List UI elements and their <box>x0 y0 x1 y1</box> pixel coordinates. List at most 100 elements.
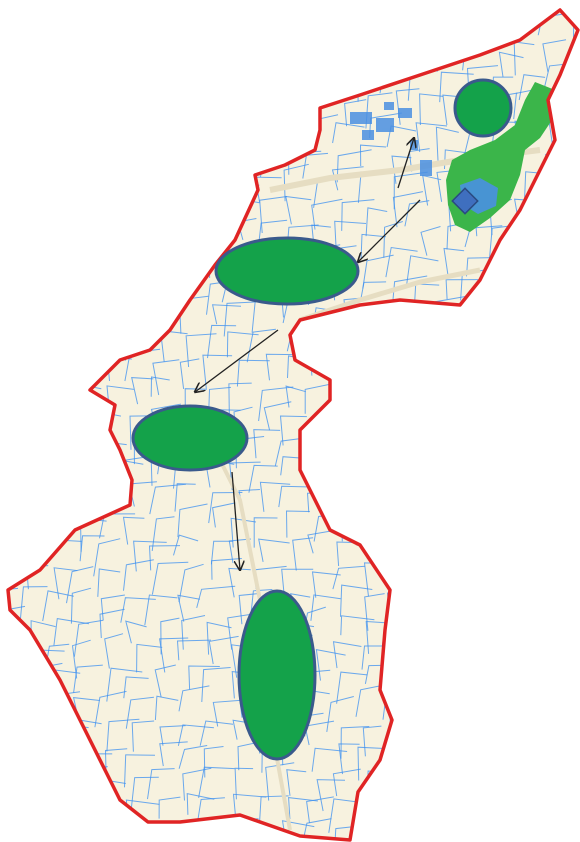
zone-ellipse-3 <box>131 404 249 472</box>
parcel-line <box>393 171 428 210</box>
parcel-line <box>336 358 357 384</box>
parcel-line <box>410 435 438 467</box>
parcel-line <box>330 463 365 495</box>
parcel-line <box>488 484 513 512</box>
parcel-line <box>29 98 66 127</box>
parcel-line <box>538 743 560 778</box>
parcel-line <box>315 648 346 681</box>
parcel-line <box>124 220 147 257</box>
parcel-line <box>392 792 413 815</box>
parcel-line <box>97 15 133 47</box>
parcel-line <box>8 636 21 669</box>
parcel-line <box>544 468 572 500</box>
parcel-line <box>148 829 184 840</box>
parcel-line <box>545 429 568 466</box>
parcel-line <box>281 568 314 597</box>
parcel-line <box>253 97 273 128</box>
parcel-line <box>20 251 50 277</box>
parcel-line <box>125 696 154 729</box>
parcel-line <box>538 206 563 227</box>
parcel-line <box>32 358 62 385</box>
parcel-line <box>560 98 578 127</box>
parcel-line <box>564 202 578 226</box>
parcel-line <box>306 796 334 823</box>
parcel-line <box>27 516 61 537</box>
parcel-line <box>542 247 566 276</box>
parcel-line <box>101 311 123 331</box>
parcel-line <box>26 123 54 145</box>
parcel-line <box>73 664 103 693</box>
parcel-line <box>545 488 578 524</box>
parcel-line <box>438 617 472 642</box>
parcel-line <box>443 247 465 277</box>
parcel-line <box>8 17 20 48</box>
parcel-line <box>151 561 189 595</box>
parcel-line <box>71 101 101 131</box>
parcel-line <box>20 69 53 97</box>
parcel-line <box>76 43 104 70</box>
parcel-line <box>391 155 412 184</box>
parcel-line <box>487 559 517 583</box>
parcel-line <box>212 699 242 727</box>
parcel-line <box>465 24 492 44</box>
parcel-line <box>119 101 152 138</box>
parcel-line <box>464 324 499 361</box>
parcel-line <box>8 348 35 375</box>
parcel-line <box>358 308 384 334</box>
parcel-line <box>462 692 486 726</box>
parcel-line <box>515 408 550 436</box>
parcel-line <box>159 637 189 673</box>
parcel-line <box>389 308 422 344</box>
parcel-line <box>487 327 514 347</box>
parcel-line <box>232 12 253 43</box>
parcel-line <box>131 377 154 405</box>
parcel-line <box>123 676 149 699</box>
parcel-line <box>8 191 24 219</box>
parcel-line <box>413 772 439 806</box>
parcel-line <box>20 586 48 619</box>
parcel-line <box>158 202 189 230</box>
parcel-line <box>107 249 142 274</box>
parcel-line <box>144 594 178 626</box>
parcel-line <box>486 796 512 825</box>
parcel-line <box>8 441 22 463</box>
parcel-line <box>51 280 86 302</box>
parcel-line <box>316 779 346 812</box>
parcel-line <box>46 255 71 288</box>
parcel-line <box>460 531 481 557</box>
parcel-line <box>519 609 547 644</box>
parcel-line <box>414 588 440 625</box>
parcel-line <box>386 329 406 357</box>
parcel-line <box>173 534 199 556</box>
parcel-line <box>51 65 74 104</box>
parcel-line <box>446 722 467 744</box>
parcel-line <box>40 37 68 68</box>
parcel-line <box>356 17 390 52</box>
parcel-line <box>8 414 29 442</box>
parcel-line <box>498 631 532 667</box>
road <box>299 267 481 323</box>
parcel-line <box>440 483 470 514</box>
parcel-line <box>8 768 25 792</box>
parcel-line <box>569 351 578 379</box>
parcel-line <box>409 334 432 360</box>
parcel-line <box>263 401 292 431</box>
parcel-line <box>439 71 474 103</box>
parcel-line <box>84 139 105 164</box>
parcel-line <box>310 594 341 621</box>
parcel-line <box>72 247 93 279</box>
parcel-line <box>381 775 405 807</box>
parcel-line <box>181 615 206 650</box>
parcel-line <box>518 245 549 276</box>
parcel-line <box>226 331 259 358</box>
parcel-line <box>70 587 92 624</box>
parcel-line <box>445 638 482 670</box>
parcel-line <box>57 482 84 518</box>
parcel-line <box>151 99 181 121</box>
parcel-line <box>122 516 145 545</box>
parcel-line <box>284 116 313 143</box>
parcel-line <box>413 311 451 338</box>
parcel-line <box>307 436 341 460</box>
parcel-line <box>543 175 571 203</box>
parcel-line <box>487 819 513 840</box>
